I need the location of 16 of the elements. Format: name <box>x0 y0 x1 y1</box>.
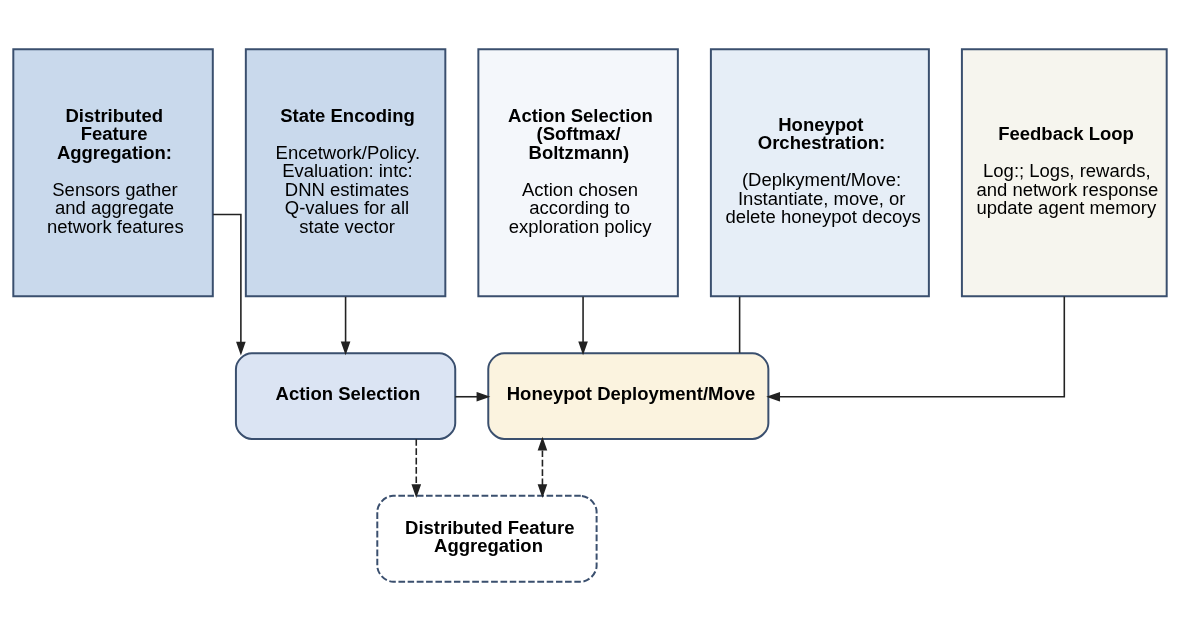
arrow <box>411 438 422 498</box>
connector <box>738 295 741 354</box>
arrow <box>212 213 246 355</box>
node-box: Distributed Feature Aggregation <box>376 494 598 583</box>
node-box: Action Selection <box>234 351 457 440</box>
node-box: Action Selection (Softmax/ Boltzmann) Action chosen according to exploration policy <box>477 47 679 297</box>
arrow <box>578 295 588 355</box>
node-box: Feedback Loop Log:; Logs, rewards, and network response update agent memory <box>960 47 1168 297</box>
arrow <box>454 391 491 402</box>
node-box: Distributed Feature Aggregation: Sensors gather and aggregate network features <box>12 47 214 297</box>
arrow <box>340 295 351 355</box>
node-box: Honeypot Orchestration: (Deplκyment/Move: Instantiate, move, or delete honeypot decoys <box>709 47 930 297</box>
node-box: State Encoding Encetwork/Policy. Evaluation: intc: DNN estimates Q-values for all state vector <box>244 47 447 297</box>
node-box: Honeypot Deployment/Move <box>487 351 770 440</box>
arrow <box>766 295 1066 402</box>
arrow <box>537 436 548 498</box>
